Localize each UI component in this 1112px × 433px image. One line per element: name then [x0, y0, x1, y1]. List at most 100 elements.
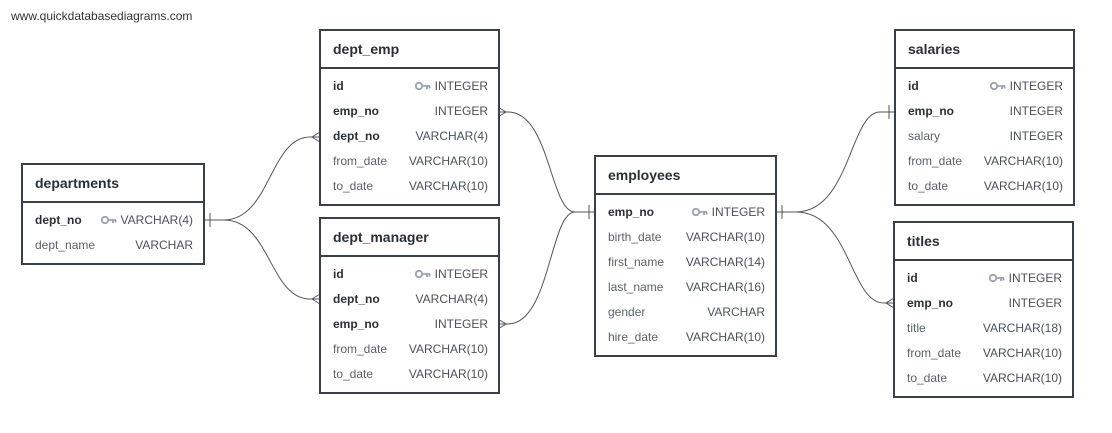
- column-name: id: [333, 78, 344, 93]
- column-name: from_date: [907, 345, 962, 360]
- column-type: INTEGER: [1008, 295, 1062, 310]
- watermark-url[interactable]: www.quickdatabasediagrams.com: [11, 9, 193, 23]
- table-row[interactable]: id INTEGER: [321, 73, 498, 98]
- column-name: dept_no: [333, 128, 380, 143]
- table-row[interactable]: id INTEGER: [321, 261, 498, 286]
- column-type: INTEGER: [988, 271, 1062, 285]
- column-type: VARCHAR(4): [415, 291, 488, 306]
- column-name: hire_date: [608, 329, 659, 344]
- rel-crowfoot: [311, 131, 321, 143]
- column-type: INTEGER: [414, 79, 488, 93]
- column-name: emp_no: [907, 295, 954, 310]
- column-type: VARCHAR(18): [982, 320, 1062, 335]
- table-row[interactable]: emp_no INTEGER: [896, 98, 1073, 123]
- table-row[interactable]: emp_no INTEGER: [895, 290, 1072, 315]
- column-name: from_date: [333, 341, 388, 356]
- column-name: id: [333, 266, 344, 281]
- column-type: INTEGER: [691, 205, 765, 219]
- table-title: salaries: [896, 31, 1073, 69]
- table-row[interactable]: emp_no INTEGER: [321, 311, 498, 336]
- column-type: VARCHAR(14): [685, 254, 765, 269]
- rel-crowfoot: [497, 106, 507, 118]
- column-name: to_date: [333, 178, 374, 193]
- column-name: dept_name: [35, 237, 96, 252]
- column-type: VARCHAR(10): [408, 178, 488, 193]
- table-row[interactable]: to_date VARCHAR(10): [895, 365, 1072, 390]
- table-row[interactable]: to_date VARCHAR(10): [896, 173, 1073, 198]
- column-name: from_date: [333, 153, 388, 168]
- column-type: VARCHAR(10): [408, 366, 488, 381]
- rel-crowfoot: [497, 318, 507, 330]
- table-row[interactable]: emp_no INTEGER: [596, 199, 775, 224]
- key-icon: [691, 207, 708, 216]
- table-row[interactable]: from_date VARCHAR(10): [895, 340, 1072, 365]
- key-icon: [989, 81, 1006, 90]
- column-name: to_date: [907, 370, 948, 385]
- table-row[interactable]: id INTEGER: [896, 73, 1073, 98]
- column-name: salary: [908, 128, 941, 143]
- table-row[interactable]: to_date VARCHAR(10): [321, 173, 498, 198]
- column-type: VARCHAR(10): [983, 178, 1063, 193]
- table-title: departments: [23, 165, 203, 203]
- column-name: emp_no: [333, 103, 380, 118]
- column-name: emp_no: [333, 316, 380, 331]
- column-type: VARCHAR(10): [982, 370, 1062, 385]
- table-title: dept_manager: [321, 219, 498, 257]
- column-type: VARCHAR(10): [408, 153, 488, 168]
- column-type: VARCHAR: [707, 304, 765, 319]
- column-name: dept_no: [35, 212, 82, 227]
- column-type: VARCHAR(10): [982, 345, 1062, 360]
- rel-employees-salaries: [776, 111, 895, 213]
- column-name: last_name: [608, 279, 664, 294]
- column-type: INTEGER: [1009, 128, 1063, 143]
- column-name: emp_no: [608, 204, 655, 219]
- table-row[interactable]: dept_no VARCHAR(4): [23, 207, 203, 232]
- column-name: id: [908, 78, 919, 93]
- column-name: from_date: [908, 153, 963, 168]
- rel-crowfoot: [311, 293, 321, 305]
- table-title: employees: [596, 157, 775, 195]
- column-name: gender: [608, 304, 646, 319]
- column-name: birth_date: [608, 229, 662, 244]
- table-row[interactable]: dept_no VARCHAR(4): [321, 123, 498, 148]
- rel-employees-titles: [795, 211, 894, 304]
- column-type: VARCHAR(4): [100, 213, 193, 227]
- column-type: INTEGER: [434, 316, 488, 331]
- table-title: titles: [895, 223, 1072, 261]
- column-type: VARCHAR(16): [685, 279, 765, 294]
- column-type: INTEGER: [989, 79, 1063, 93]
- key-icon: [100, 215, 116, 224]
- column-type: INTEGER: [1009, 103, 1063, 118]
- column-type: VARCHAR(4): [415, 128, 488, 143]
- table-row[interactable]: salary INTEGER: [896, 123, 1073, 148]
- table-row[interactable]: dept_no VARCHAR(4): [321, 286, 498, 311]
- table-row[interactable]: last_name VARCHAR(16): [596, 274, 775, 299]
- column-type: VARCHAR(10): [408, 341, 488, 356]
- rel-departments-dept-emp: [204, 136, 320, 221]
- column-type: VARCHAR(10): [685, 329, 765, 344]
- table-row[interactable]: hire_date VARCHAR(10): [596, 324, 775, 349]
- table-row[interactable]: from_date VARCHAR(10): [321, 336, 498, 361]
- column-name: to_date: [908, 178, 949, 193]
- column-name: dept_no: [333, 291, 380, 306]
- column-type: INTEGER: [414, 267, 488, 281]
- table-row[interactable]: title VARCHAR(18): [895, 315, 1072, 340]
- column-name: emp_no: [908, 103, 955, 118]
- rel-departments-dept-manager: [223, 219, 320, 300]
- table-row[interactable]: gender VARCHAR: [596, 299, 775, 324]
- column-name: title: [907, 320, 926, 335]
- table-row[interactable]: from_date VARCHAR(10): [321, 148, 498, 173]
